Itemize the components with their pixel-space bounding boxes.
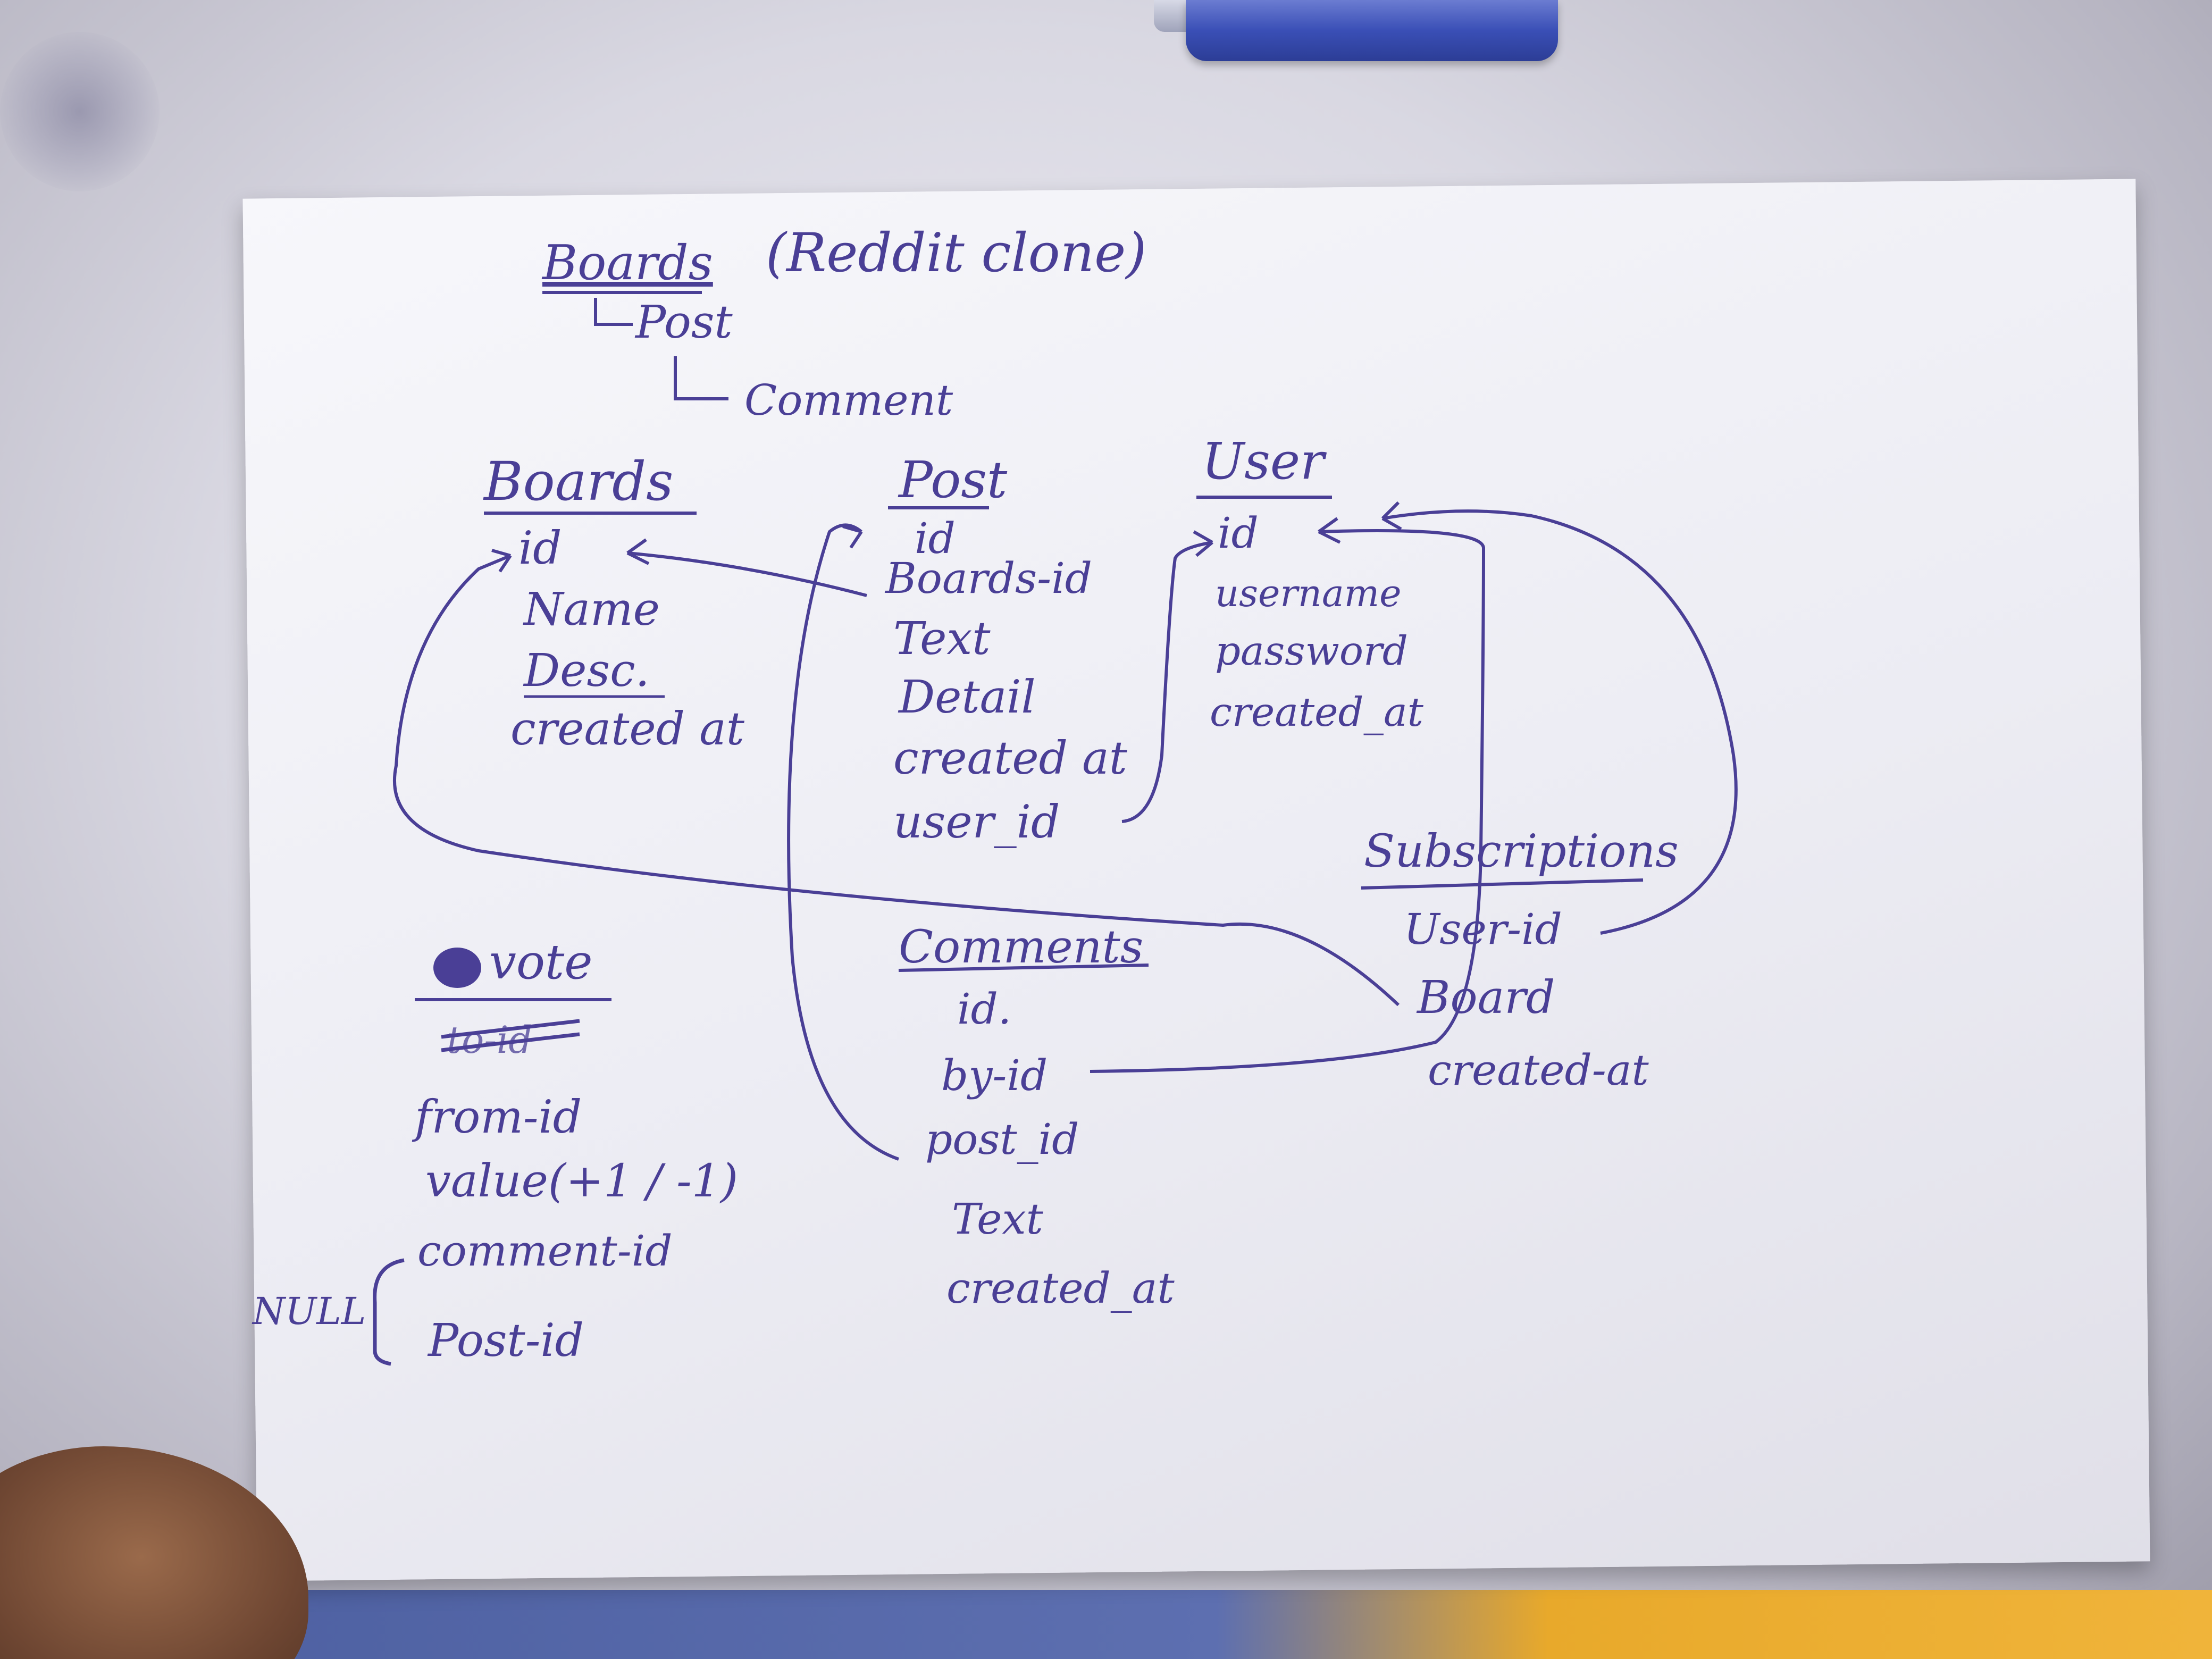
relationship-lines: [392, 501, 1738, 1161]
vote-null-note: NULL: [252, 1289, 366, 1333]
link-post-boards-arrowhead: [626, 538, 650, 565]
comments-field-id: id.: [957, 984, 1011, 1034]
vote-scribble: [433, 948, 481, 988]
subscriptions-field-created-at: created-at: [1428, 1045, 1649, 1095]
user-field-username: username: [1215, 572, 1402, 615]
vote-field-post-id: Post-id: [427, 1314, 584, 1367]
link-comment-post-arrowhead: [842, 525, 863, 549]
diagram-title: (Reddit clone): [766, 222, 1146, 284]
hierarchy-child: Post: [634, 296, 733, 349]
blue-pen: [1186, 0, 1558, 61]
link-comment-post: [787, 523, 900, 1161]
desk-surface: [0, 1590, 2212, 1659]
table-user: User id username password created_at: [1196, 432, 1424, 735]
link-comment-user-arrowhead: [1318, 517, 1341, 544]
table-post-title: Post: [898, 451, 1008, 509]
link-subscription-board-arrowhead: [491, 549, 512, 573]
link-comment-user: [1090, 529, 1486, 1073]
link-post-boards: [627, 551, 867, 597]
comments-field-by-id: by-id: [941, 1051, 1048, 1100]
post-field-id: id: [915, 514, 956, 563]
vote-field-comment-id: comment-id: [417, 1226, 673, 1276]
table-subscriptions: Subscriptions User-id Board created-at: [1361, 825, 1679, 1095]
background-smudge: [0, 32, 160, 191]
post-field-boards-id: Boards-id: [884, 554, 1092, 603]
boards-field-id: id: [518, 522, 562, 575]
vote-field-value: value(+1 / -1): [425, 1155, 738, 1208]
table-comments-underline: [898, 963, 1149, 972]
hierarchy-grandchild: Comment: [744, 375, 953, 425]
table-user-title: User: [1202, 432, 1327, 491]
post-field-created-at: created at: [893, 732, 1128, 785]
vote-field-from-id: from-id: [412, 1091, 582, 1144]
boards-field-name: Name: [523, 583, 660, 636]
user-field-created-at: created_at: [1210, 689, 1424, 735]
link-subscription-user: [1382, 509, 1738, 935]
vote-strike-1: [441, 1019, 580, 1039]
table-boards-title: Boards: [483, 450, 673, 513]
link-post-user-arrowhead: [1193, 530, 1213, 557]
user-field-id: id: [1218, 508, 1259, 558]
boards-field-desc: Desc.: [523, 644, 650, 697]
table-comments: Comments id. by-id post_id Text created_…: [898, 921, 1175, 1313]
table-post: Post id Boards-id Text Detail created at…: [884, 451, 1128, 849]
subscriptions-field-user-id: User-id: [1404, 904, 1562, 954]
table-subscriptions-title: Subscriptions: [1364, 825, 1679, 878]
comments-field-created-at: created_at: [946, 1263, 1175, 1313]
comments-field-text: Text: [952, 1194, 1044, 1244]
user-field-password: password: [1215, 627, 1408, 674]
hierarchy-arrow-1: [594, 298, 633, 326]
table-vote: vote to-id from-id value(+1 / -1) commen…: [252, 934, 738, 1367]
boards-field-created-at: created at: [510, 703, 745, 756]
post-field-text: Text: [893, 613, 991, 665]
link-post-user: [1121, 541, 1213, 823]
post-field-detail: Detail: [898, 671, 1036, 724]
hierarchy-arrow-2: [674, 356, 728, 400]
table-vote-title: vote: [489, 934, 592, 990]
vote-strike-2: [441, 1032, 580, 1052]
post-field-user-id: user_id: [893, 796, 1060, 849]
link-subscription-board: [392, 554, 1400, 1007]
comments-field-post-id: post_id: [925, 1115, 1079, 1164]
vote-null-bracket: [373, 1258, 405, 1366]
hierarchy-root: Boards: [541, 235, 713, 291]
table-boards: Boards id Name Desc. created at: [483, 450, 745, 756]
table-subscriptions-underline: [1361, 878, 1644, 890]
subscriptions-field-board: Board: [1416, 971, 1555, 1024]
link-subscription-user-arrowhead: [1381, 501, 1402, 531]
